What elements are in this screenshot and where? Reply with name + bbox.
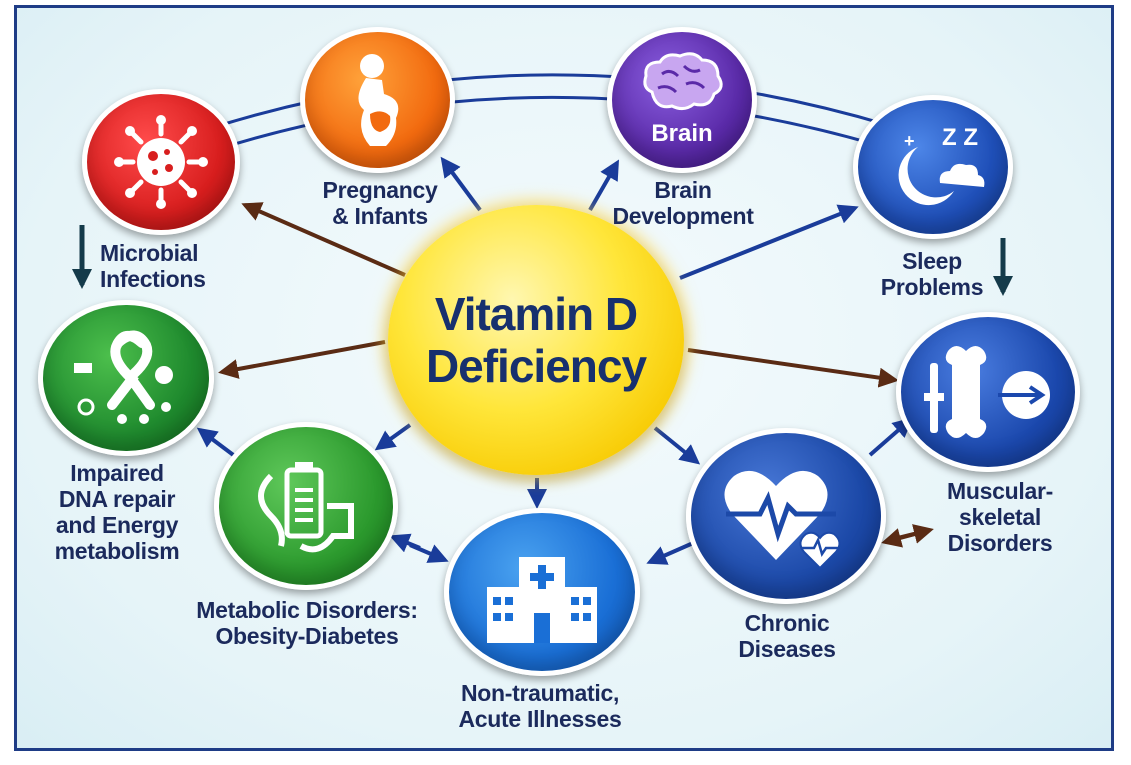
label-pregnancy-line1: Pregnancy <box>322 177 438 203</box>
label-brain-development: Brain Development <box>603 177 763 229</box>
node-microbial-infections <box>82 89 240 235</box>
node-impaired-dna <box>38 300 214 456</box>
moon-icon: Z Z + <box>898 124 985 206</box>
label-pregnancy-line2: & Infants <box>332 203 428 229</box>
heart-icon <box>724 470 841 570</box>
label-muscular-line3: Disorders <box>947 530 1053 556</box>
label-dna-line4: metabolism <box>54 538 180 564</box>
arrow-metabolic-acute-b <box>389 533 421 553</box>
svg-text:+: + <box>904 131 915 151</box>
label-dna-line2: DNA repair <box>58 486 176 512</box>
arrow-to-microbial <box>241 202 406 277</box>
arrow-to-brain <box>588 159 619 211</box>
label-acute-line1: Non-traumatic, <box>460 680 620 706</box>
brain-icon <box>643 52 723 111</box>
label-sleep-problems: Sleep Problems <box>862 248 1002 300</box>
label-dna-line1: Impaired <box>70 460 164 486</box>
arrow-to-pregnancy <box>440 156 482 212</box>
label-sleep-line2: Problems <box>880 274 984 300</box>
ribbon-icon <box>74 330 173 424</box>
label-microbial-infections: Microbial Infections <box>100 240 206 292</box>
label-brain-line2: Development <box>612 203 754 229</box>
arrow-to-metabolic <box>374 423 412 451</box>
arrow-to-sleep <box>679 204 859 280</box>
node-chronic-diseases <box>686 428 886 604</box>
center-node-vitamin-d: Vitamin D Deficiency <box>388 205 684 475</box>
label-impaired-dna: Impaired DNA repair and Energy metabolis… <box>37 460 197 564</box>
sleep-icon-z-text: Z Z <box>942 124 978 151</box>
label-muscular-line2: skeletal <box>959 504 1041 530</box>
node-sleep-problems: Z Z + <box>853 95 1013 239</box>
label-brain-line1: Brain <box>654 177 712 203</box>
arrow-chronic-muscular-b <box>881 528 916 548</box>
virus-icon <box>114 115 208 209</box>
label-metabolic-disorders: Metabolic Disorders: Obesity-Diabetes <box>176 597 438 649</box>
label-metabolic-line2: Obesity-Diabetes <box>215 623 399 649</box>
node-acute-illnesses <box>444 508 640 676</box>
arrow-chronic-to-muscular <box>868 417 914 457</box>
arrow-to-muscular <box>687 348 899 388</box>
node-musculoskeletal-disorders <box>896 312 1080 472</box>
label-chronic-diseases: Chronic Diseases <box>722 610 852 662</box>
label-acute-illnesses: Non-traumatic, Acute Illnesses <box>432 680 648 732</box>
center-title-line1: Vitamin D <box>434 288 638 340</box>
label-acute-line2: Acute Illnesses <box>458 706 622 732</box>
node-brain-development: Brain <box>607 27 757 173</box>
label-pregnancy-infants: Pregnancy & Infants <box>306 177 454 229</box>
label-microbial-line1: Microbial <box>100 240 199 266</box>
label-microbial-line2: Infections <box>100 266 206 292</box>
label-dna-line3: and Energy <box>55 512 179 538</box>
label-chronic-line1: Chronic <box>744 610 830 636</box>
label-musculoskeletal-disorders: Muscular- skeletal Disorders <box>932 478 1068 556</box>
label-sleep-line1: Sleep <box>902 248 962 274</box>
node-metabolic-disorders <box>214 422 398 590</box>
hospital-icon <box>487 557 597 643</box>
bone-icon <box>924 346 1050 438</box>
arrow-to-chronic <box>653 426 701 465</box>
battery-icon <box>258 462 354 553</box>
center-title-line2: Deficiency <box>425 340 647 392</box>
label-muscular-line1: Muscular- <box>947 478 1053 504</box>
label-chronic-line2: Diseases <box>738 636 836 662</box>
node-pregnancy-infants <box>300 27 455 173</box>
pregnancy-icon <box>357 54 398 146</box>
arrow-to-dna <box>218 340 386 379</box>
label-metabolic-line1: Metabolic Disorders: <box>196 597 418 623</box>
brain-icon-label: Brain <box>651 120 713 147</box>
